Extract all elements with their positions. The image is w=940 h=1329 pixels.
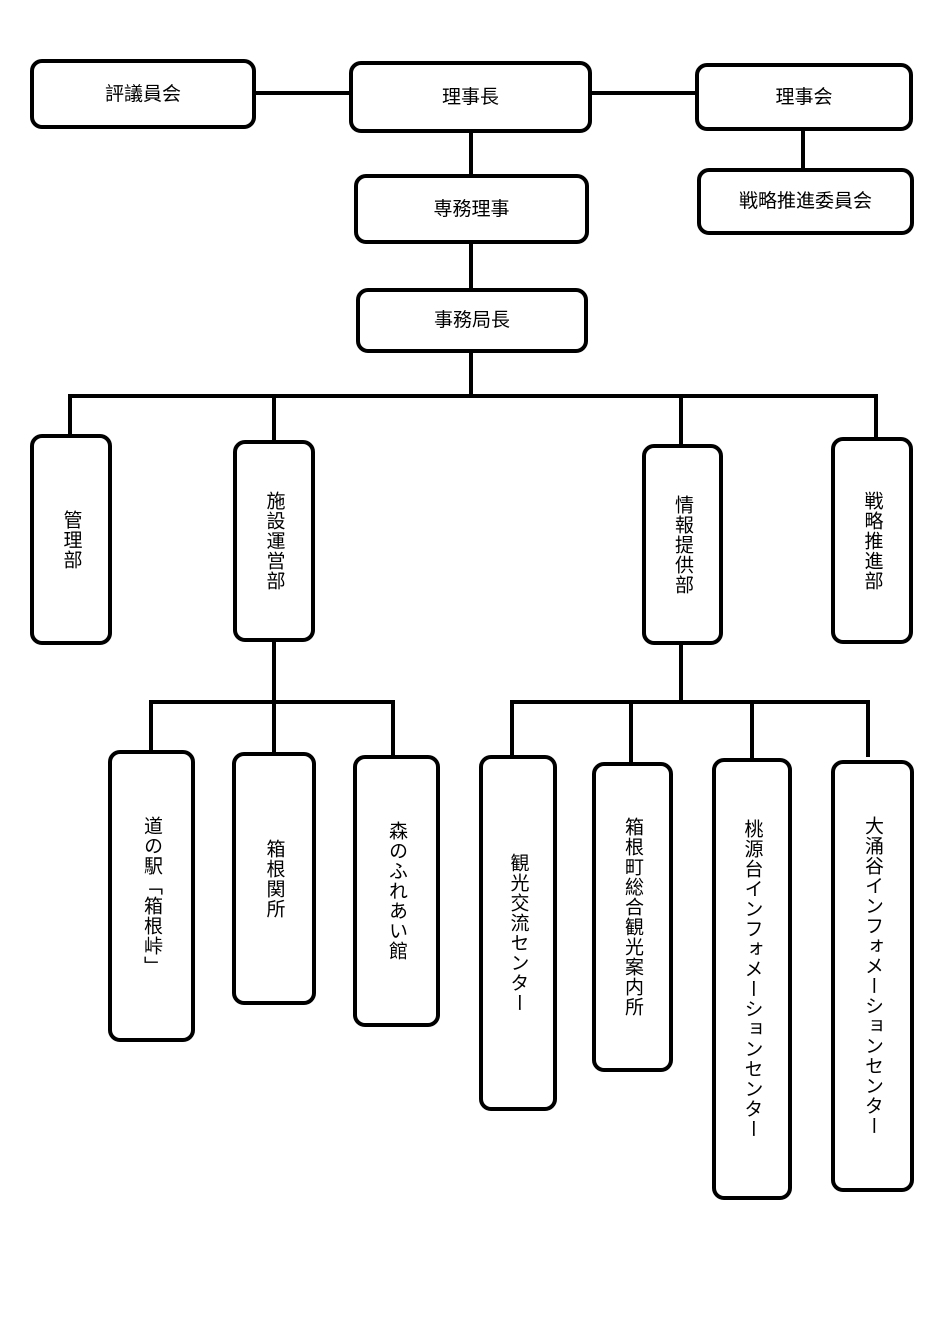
node-label: 専務理事 [433, 197, 510, 220]
node-label: 箱根関所 [263, 838, 286, 919]
node-kanri-bu: 管理部 [30, 434, 112, 645]
node-hyogiinkai: 評議員会 [30, 59, 256, 129]
node-mori-fureai: 森のふれあい館 [353, 755, 440, 1027]
node-senryaku-iinkai: 戦略推進委員会 [697, 168, 914, 235]
node-joho-teikyo-bu: 情報提供部 [642, 444, 723, 645]
node-label: 観光交流センター [507, 853, 530, 1013]
node-label: 評議員会 [104, 82, 181, 105]
node-label: 戦略推進部 [861, 490, 884, 591]
node-label: 事務局長 [433, 309, 510, 331]
node-label: 理事長 [441, 85, 499, 108]
node-togendai-info: 桃源台インフォメーションセンター [712, 758, 792, 1200]
node-senryaku-suishin-bu: 戦略推進部 [831, 437, 913, 644]
node-label: 森のふれあい館 [386, 821, 408, 961]
node-label: 管理部 [60, 509, 83, 570]
node-label: 理事会 [775, 85, 833, 108]
node-rijikai: 理事会 [695, 63, 913, 131]
node-senmu-riji: 専務理事 [354, 174, 589, 244]
node-label: 施設運営部 [263, 491, 286, 591]
node-label: 情報提供部 [672, 494, 694, 595]
node-label: 大涌谷インフォメーションセンター [862, 816, 884, 1136]
node-michinoeki: 道の駅「箱根峠」 [108, 750, 195, 1042]
node-rijicho: 理事長 [349, 61, 592, 133]
node-hakone-sogo: 箱根町総合観光案内所 [592, 762, 673, 1072]
node-label: 道の駅「箱根峠」 [141, 816, 163, 976]
node-label: 桃源台インフォメーションセンター [741, 819, 764, 1139]
node-kanko-koryu: 観光交流センター [479, 755, 557, 1111]
node-owakudani-info: 大涌谷インフォメーションセンター [831, 760, 914, 1192]
node-hakone-sekisho: 箱根関所 [232, 752, 316, 1005]
node-shisetsu-unei-bu: 施設運営部 [233, 440, 315, 642]
node-label: 箱根町総合観光案内所 [622, 817, 644, 1017]
node-label: 戦略推進委員会 [738, 190, 872, 212]
node-jimukyokucho: 事務局長 [356, 288, 588, 353]
